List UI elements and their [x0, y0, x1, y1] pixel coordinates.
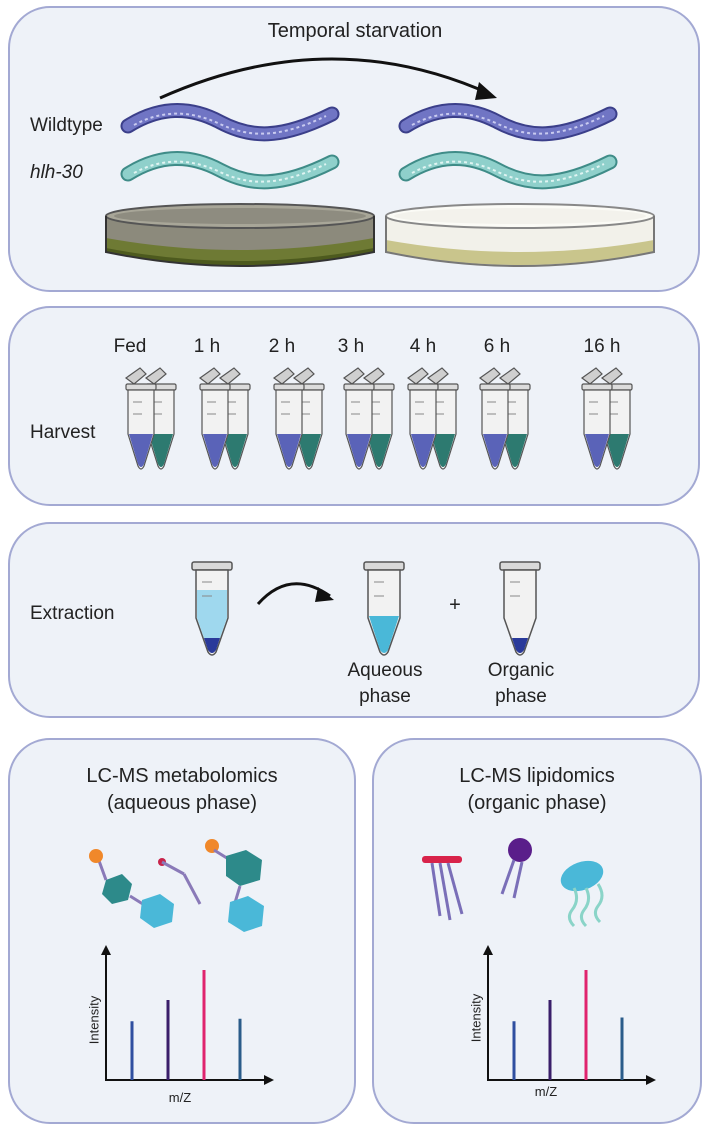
harvest-tube-pair	[272, 367, 325, 470]
aqueous-phase-label-2: phase	[359, 686, 411, 707]
harvest-tube-pair	[406, 367, 459, 470]
harvest-tube-pair	[124, 367, 177, 470]
lipidomics-title-2: (organic phase)	[467, 792, 607, 814]
metabolomics-title-1: LC-MS metabolomics	[86, 765, 278, 787]
hlh30-label: hlh-30	[30, 162, 83, 183]
harvest-tube-pair	[478, 367, 531, 470]
extraction-mixed-tube	[191, 561, 233, 656]
time-arrow	[159, 57, 497, 100]
lipidomics-title-1: LC-MS lipidomics	[459, 765, 615, 787]
timepoint-label: 3 h	[337, 336, 365, 357]
metabolomics-panel	[8, 738, 356, 1124]
y-axis-arrowhead	[483, 945, 493, 955]
chart-axes	[105, 949, 266, 1081]
harvest-label: Harvest	[30, 422, 96, 443]
x-axis-arrowhead	[646, 1075, 656, 1085]
lipidomics-panel	[372, 738, 702, 1124]
wildtype-worm-starved	[398, 102, 618, 142]
harvest-tube-pair	[198, 367, 251, 470]
starvation-title: Temporal starvation	[267, 20, 443, 42]
harvest-tube-pair	[342, 367, 395, 470]
hlh30-worm-starved	[398, 150, 618, 190]
extraction-arrow	[256, 582, 334, 605]
timepoint-label: 1 h	[193, 336, 221, 357]
petri-dish-fed	[105, 203, 375, 267]
hlh30-worm-fed	[120, 150, 340, 190]
extraction-panel	[8, 522, 700, 718]
timepoint-label: 6 h	[483, 336, 511, 357]
timepoint-label: 2 h	[268, 336, 296, 357]
timepoint-label: 4 h	[409, 336, 437, 357]
x-axis-arrowhead	[264, 1075, 274, 1085]
metabolomics-ylabel: Intensity	[86, 995, 102, 1045]
lipid-molecules-icon	[422, 838, 604, 928]
lipidomics-spectrum-chart	[483, 945, 656, 1085]
lipidomics-ylabel: Intensity	[468, 993, 484, 1043]
organic-tube	[499, 561, 541, 656]
metabolite-molecules-icon	[89, 839, 264, 932]
aqueous-tube	[363, 561, 405, 656]
timepoint-label: Fed	[113, 336, 147, 357]
y-axis-arrowhead	[101, 945, 111, 955]
aqueous-phase-label-1: Aqueous	[347, 660, 423, 681]
plus-sign: +	[449, 594, 461, 616]
chart-axes	[487, 949, 648, 1081]
wildtype-label: Wildtype	[30, 115, 103, 136]
organic-phase-label-1: Organic	[487, 660, 555, 681]
metabolomics-title-2: (aqueous phase)	[106, 792, 258, 814]
extraction-label: Extraction	[30, 603, 115, 624]
harvest-tube-pair	[580, 367, 633, 470]
petri-dish-starved	[385, 203, 655, 267]
metabolomics-xlabel: m/Z	[168, 1090, 192, 1105]
organic-phase-label-2: phase	[495, 686, 547, 707]
timepoint-label: 16 h	[583, 336, 621, 357]
wildtype-worm-fed	[120, 102, 340, 142]
metabolomics-spectrum-chart	[101, 945, 274, 1085]
lipidomics-xlabel: m/Z	[534, 1084, 558, 1099]
